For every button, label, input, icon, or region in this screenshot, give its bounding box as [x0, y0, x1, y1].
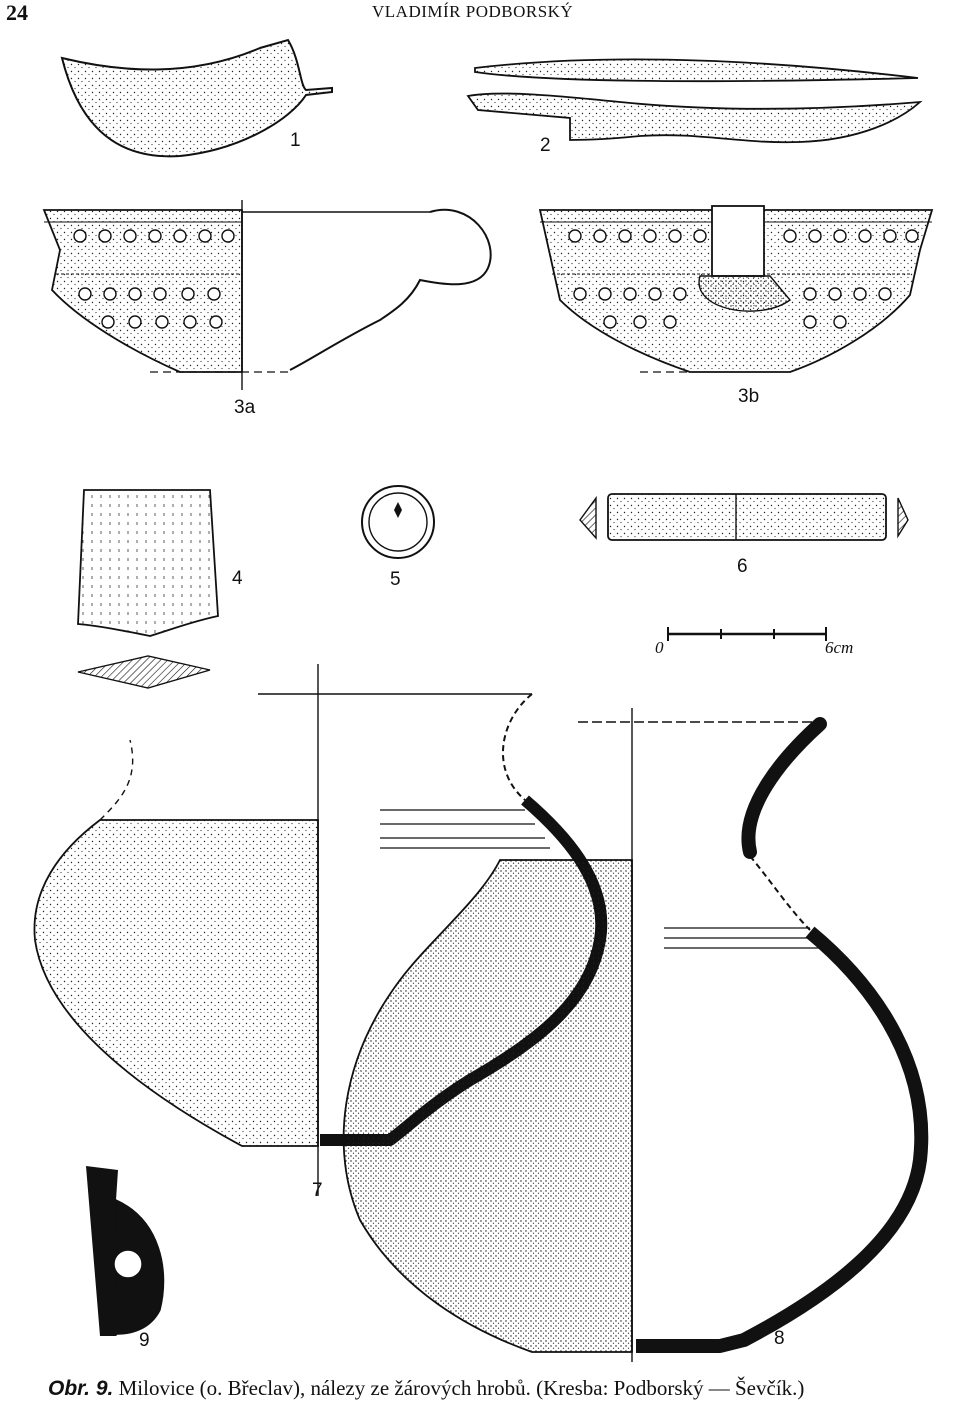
page-number: 24 — [6, 0, 28, 25]
whetstone-drawing-6 — [579, 493, 909, 541]
sherd-drawing-4 — [77, 489, 219, 689]
figure-label-6: 6 — [737, 556, 748, 577]
scale-start-label: 0 — [655, 638, 664, 657]
figure-label-1: 1 — [290, 130, 301, 151]
figure-label-3b: 3b — [738, 386, 760, 407]
scale-end-label: 6cm — [825, 638, 854, 657]
figure-label-4: 4 — [232, 568, 243, 589]
vessel-drawing-8 — [342, 708, 929, 1362]
figure-label-5: 5 — [390, 569, 401, 590]
running-header: VLADIMÍR PODBORSKÝ — [372, 2, 574, 21]
vessel-fragment-3a — [42, 200, 492, 390]
figure-label-8: 8 — [774, 1328, 785, 1349]
knife-drawing-1 — [60, 38, 333, 158]
blade-drawing-2 — [466, 58, 923, 144]
vessel-fragment-3b — [538, 205, 934, 373]
caption-prefix: Obr. 9. — [48, 1377, 114, 1400]
figure-label-9: 9 — [139, 1330, 150, 1351]
figure-label-7: 7 — [312, 1180, 323, 1201]
ring-drawing-5 — [361, 485, 435, 559]
handle-fragment-9 — [86, 1166, 165, 1336]
scale-bar — [667, 627, 827, 641]
caption-text: Milovice (o. Břeclav), nálezy ze žárovýc… — [118, 1376, 805, 1400]
figure-label-2: 2 — [540, 135, 551, 156]
figure-caption: Obr. 9. Milovice (o. Břeclav), nálezy ze… — [48, 1376, 804, 1401]
figure-label-3a: 3a — [234, 397, 256, 418]
